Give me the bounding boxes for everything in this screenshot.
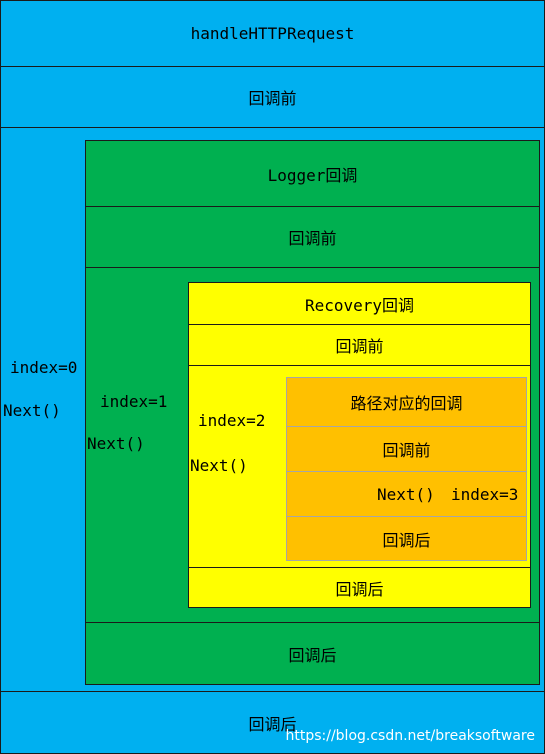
outer-title: handleHTTPRequest [190, 24, 355, 43]
recovery-after-row: 回调后 [188, 567, 531, 608]
outer-title-row: handleHTTPRequest [0, 0, 545, 67]
outer-before-label: 回调前 [248, 89, 297, 108]
route-title: 路径对应的回调 [350, 394, 463, 413]
recovery-before-label: 回调前 [335, 337, 384, 356]
watermark-text: https://blog.csdn.net/breaksoftware [285, 728, 535, 744]
outer-before-row: 回调前 [0, 66, 545, 128]
route-after-row: 回调后 [286, 516, 527, 561]
recovery-before-row: 回调前 [188, 324, 531, 366]
recovery-title-row: Recovery回调 [188, 282, 531, 325]
logger-next-label: Next() [87, 434, 145, 453]
outer-next-label: Next() [3, 401, 61, 420]
outer-index-label: index=0 [10, 358, 78, 377]
route-before-label: 回调前 [382, 441, 431, 460]
route-next-label: Next() [377, 484, 435, 504]
route-next-row: Next() index=3 [286, 471, 527, 517]
logger-after-row: 回调后 [85, 622, 540, 685]
route-title-row: 路径对应的回调 [286, 377, 527, 427]
outer-after-label: 回调后 [248, 714, 297, 734]
outer-after-row: 回调后 [0, 691, 545, 754]
recovery-after-label: 回调后 [335, 579, 384, 599]
logger-title-row: Logger回调 [85, 140, 540, 207]
recovery-title: Recovery回调 [304, 295, 415, 315]
route-before-row: 回调前 [286, 426, 527, 472]
recovery-next-label: Next() [190, 456, 248, 475]
recovery-index-label: index=2 [198, 411, 266, 430]
logger-title: Logger回调 [267, 165, 358, 185]
route-index-label: index=3 [451, 484, 519, 504]
logger-index-label: index=1 [100, 392, 168, 411]
logger-after-label: 回调后 [288, 645, 337, 665]
logger-before-row: 回调前 [85, 206, 540, 268]
logger-before-label: 回调前 [288, 229, 337, 248]
route-after-label: 回调后 [382, 530, 431, 550]
